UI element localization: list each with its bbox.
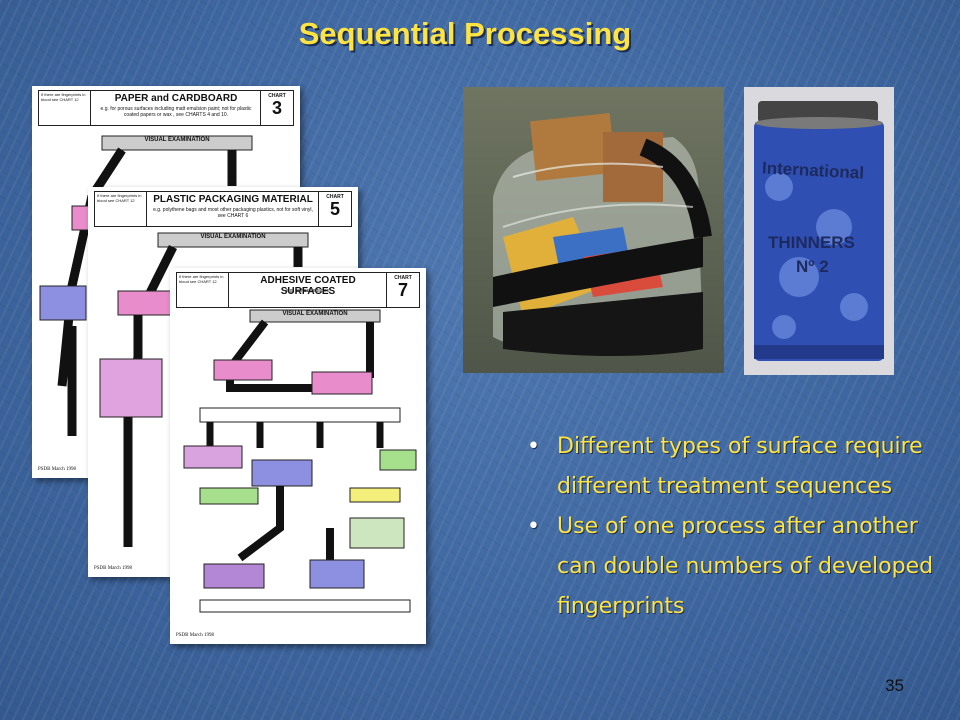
chart-label: CHART bbox=[394, 275, 412, 281]
chart-label: CHART bbox=[326, 194, 344, 200]
bullet-text: Different types of surface require diffe… bbox=[557, 434, 923, 499]
chart-step-visual: VISUAL EXAMINATION bbox=[200, 234, 266, 240]
bullet-text: Use of one process after another can dou… bbox=[557, 514, 934, 619]
chart-number: 7 bbox=[397, 280, 408, 300]
chart-label: CHART bbox=[268, 93, 286, 99]
bullet-list: • Different types of surface require dif… bbox=[525, 427, 945, 627]
chart-subtitle: e.g. for porous surfaces including matt … bbox=[100, 106, 252, 118]
bullet-item: • Use of one process after another can d… bbox=[525, 507, 945, 627]
chart-header: If there are fingerprints in blood see C… bbox=[38, 90, 294, 126]
can-number-text: Nº 2 bbox=[796, 257, 829, 276]
chart-footer: PSDB March 1998 bbox=[38, 467, 77, 472]
chart-step-visual: VISUAL EXAMINATION bbox=[282, 311, 348, 317]
chart-flow-diagram bbox=[183, 309, 417, 613]
chart-number-box: CHART 3 bbox=[260, 91, 293, 125]
chart-subtitle: e.g. polythene bags and most other packa… bbox=[153, 207, 313, 219]
bullet-dot-icon: • bbox=[527, 514, 540, 539]
chart-number-box: CHART 7 bbox=[386, 273, 419, 307]
bullet-item: • Different types of surface require dif… bbox=[525, 427, 945, 507]
chart-key: If there are fingerprints in blood see C… bbox=[95, 192, 147, 226]
chart-key: If there are fingerprints in blood see C… bbox=[39, 91, 91, 125]
slide-number: 35 bbox=[885, 676, 904, 695]
chart-subtitle: e.g. adhesive tapes. bbox=[285, 288, 331, 294]
chart-number-box: CHART 5 bbox=[318, 192, 351, 226]
evidence-bag-photo bbox=[463, 87, 724, 373]
chart-header: If there are fingerprints in blood see C… bbox=[176, 272, 420, 308]
chart-flow-diagram bbox=[99, 232, 309, 547]
chart-footer: PSDB March 1998 bbox=[94, 566, 133, 571]
chart-adhesive-coated: If there are fingerprints in blood see C… bbox=[170, 268, 426, 644]
chart-title: ADHESIVE COATED SURFACES bbox=[260, 275, 356, 297]
can-product-text: THINNERS bbox=[768, 233, 855, 252]
thinners-can-photo: International THINNERS Nº 2 bbox=[744, 87, 894, 375]
thinners-can-image bbox=[744, 87, 894, 375]
chart-title: PAPER and CARDBOARD bbox=[114, 93, 238, 104]
chart-footer: PSDB March 1998 bbox=[176, 633, 215, 638]
chart-number: 5 bbox=[329, 199, 340, 219]
evidence-bag-image bbox=[463, 87, 724, 373]
chart-title: PLASTIC PACKAGING MATERIAL bbox=[153, 194, 313, 205]
chart-number: 3 bbox=[271, 98, 282, 118]
chart-header: If there are fingerprints in blood see C… bbox=[94, 191, 352, 227]
bullet-dot-icon: • bbox=[527, 434, 540, 459]
chart-key: If there are fingerprints in blood see C… bbox=[177, 273, 229, 307]
chart-step-visual: VISUAL EXAMINATION bbox=[144, 137, 210, 143]
slide-title: Sequential Processing bbox=[298, 16, 632, 51]
